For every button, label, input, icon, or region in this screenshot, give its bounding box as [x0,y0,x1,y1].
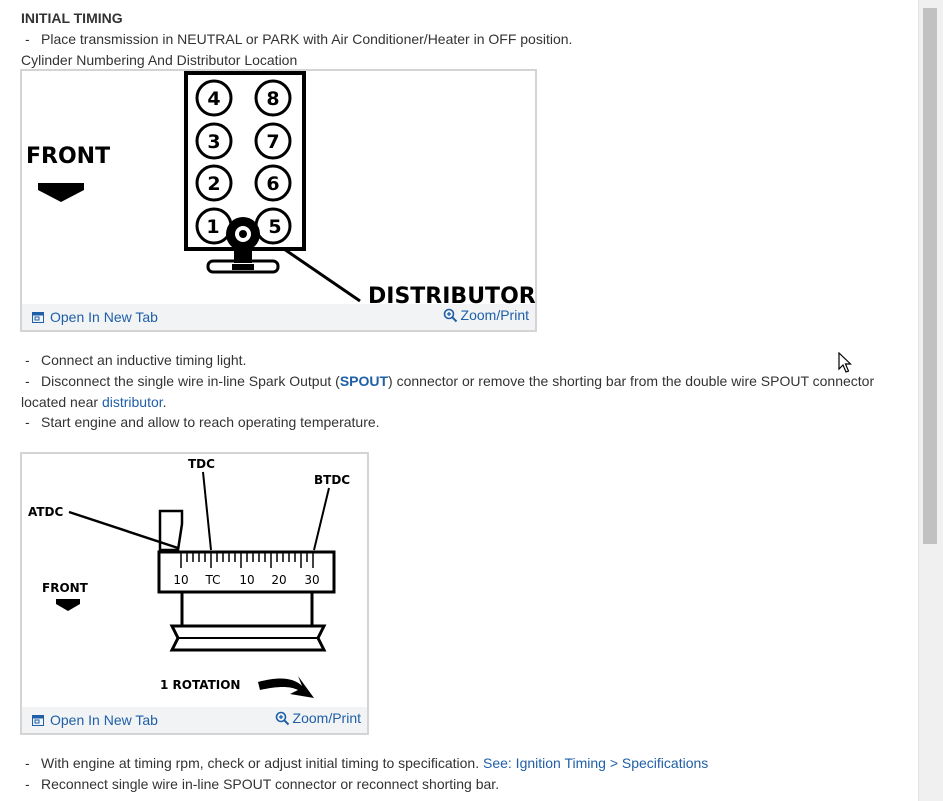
distributor-pointer [283,247,361,303]
zoom-icon [443,308,457,322]
mouse-cursor-icon [838,352,852,373]
cyl-1: 1 [206,216,219,238]
step-disconnect-spout: -Disconnect the single wire in-line Spar… [25,373,875,389]
front-arrow-icon [38,183,84,202]
cyl-5: 5 [268,216,281,238]
cyl-4: 4 [207,88,220,110]
tdc-label: TDC [188,457,215,471]
figure1-zoom-print-link[interactable]: Zoom/Print [443,307,529,323]
figure-cylinder-numbering: FRONT 4 3 2 1 8 7 6 5 D [20,69,537,332]
distributor-link[interactable]: distributor [101,394,163,410]
btdc-label: BTDC [314,473,350,487]
front-arrow-icon [56,599,80,611]
figure2-toolbar: Open In New Tab Zoom/Print [22,707,367,733]
vertical-scrollbar[interactable] [918,0,943,801]
figure1-caption: Cylinder Numbering And Distributor Locat… [21,52,298,68]
scale-10a: 10 [173,573,188,587]
cyl-7: 7 [266,131,279,153]
atdc-label: ATDC [28,505,64,519]
page-heading: INITIAL TIMING [21,10,123,26]
rotation-arrow-icon [258,676,314,698]
figure2-zoom-print-link[interactable]: Zoom/Print [275,710,361,726]
distributor-label: DISTRIBUTOR [368,284,535,304]
step-reconnect-spout: -Reconnect single wire in-line SPOUT con… [25,776,500,792]
step-timing-light: -Connect an inductive timing light. [25,352,247,368]
step-start-engine: -Start engine and allow to reach operati… [25,414,380,430]
cyl-6: 6 [266,173,279,195]
cyl-3: 3 [207,131,220,153]
front-label: FRONT [26,144,110,169]
scale-tc: TC [204,573,220,587]
figure1-toolbar: Open In New Tab Zoom/Print [22,304,535,330]
figure-timing-marks: TDC BTDC ATDC FRONT 1 ROTATION 10 TC 10 [20,452,369,735]
step-check-timing: -With engine at timing rpm, check or adj… [25,755,709,771]
zoom-icon [275,711,289,725]
step-disconnect-spout-cont: located near distributor. [21,394,167,410]
scrollbar-thumb[interactable] [923,8,937,544]
step-transmission: -Place transmission in NEUTRAL or PARK w… [25,31,573,47]
scale-10b: 10 [239,573,254,587]
ignition-timing-spec-link[interactable]: See: Ignition Timing > Specifications [482,755,709,771]
scale-20: 20 [271,573,286,587]
cyl-8: 8 [266,88,279,110]
cyl-2: 2 [207,173,220,195]
rotation-label: 1 ROTATION [160,678,240,692]
distributor-icon [206,217,280,274]
figure2-open-new-tab-link[interactable]: Open In New Tab [32,712,158,728]
front-label: FRONT [42,581,89,595]
open-new-tab-icon [32,714,44,726]
spout-link[interactable]: SPOUT [339,373,389,389]
cylinder-distributor-diagram: FRONT 4 3 2 1 8 7 6 5 D [26,71,535,304]
open-new-tab-icon [32,311,44,323]
scale-30: 30 [304,573,319,587]
timing-marks-diagram: TDC BTDC ATDC FRONT 1 ROTATION 10 TC 10 [28,457,350,698]
figure1-open-new-tab-link[interactable]: Open In New Tab [32,309,158,325]
